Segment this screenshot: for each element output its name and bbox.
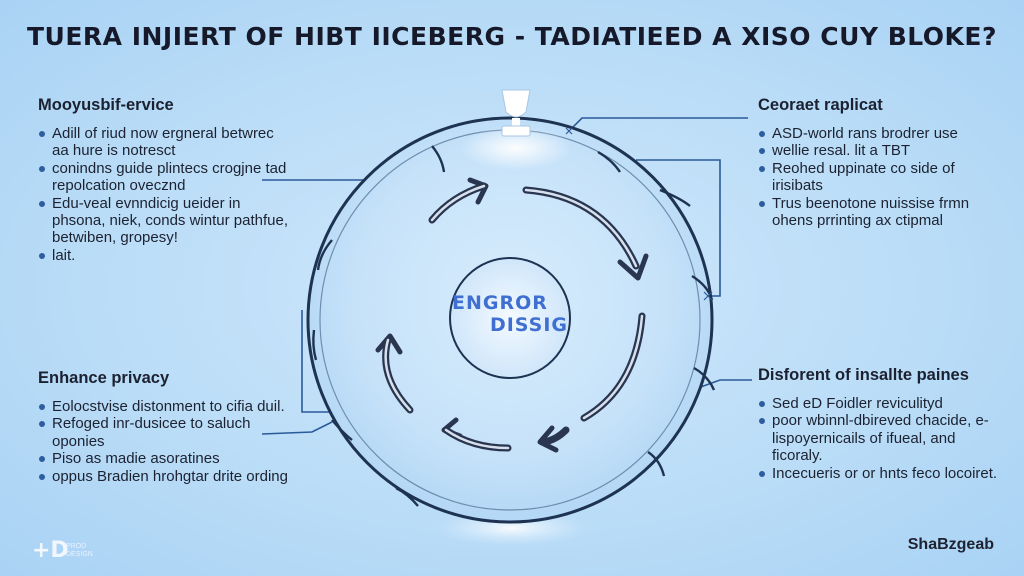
list-item: Adill of riud now ergneral betwrec aa hu… bbox=[38, 125, 288, 160]
list-item: Refoged inr-dusicee to saluch oponies bbox=[38, 415, 298, 450]
connector-right bbox=[636, 159, 721, 297]
list-item: conindns guide plintecs crogjne tad repo… bbox=[38, 160, 288, 195]
list-item: Eolocstvise distonment to cifia duil. bbox=[38, 398, 298, 415]
arrow-bottom-right-head bbox=[537, 425, 559, 453]
panel-top-left: Mooyusbif-ervice Adill of riud now ergne… bbox=[38, 96, 288, 264]
connector-bottom-left bbox=[261, 421, 333, 435]
logo-subtext: PROD DESIGN bbox=[66, 543, 93, 558]
panel-bottom-right-heading: Disforent of insallte paines bbox=[758, 366, 969, 384]
top-glow bbox=[460, 126, 572, 170]
arrow-bottom-right bbox=[540, 426, 570, 446]
sparkle-marks bbox=[565, 127, 713, 301]
connector-bottom-right bbox=[697, 379, 752, 389]
list-item: lait. bbox=[38, 247, 288, 264]
center-label: ENGROR DISSIG bbox=[450, 292, 570, 336]
list-item: oppus Bradien hrohgtar drite ording bbox=[38, 468, 298, 485]
logo: +D bbox=[32, 538, 69, 563]
list-item: Trus beenotone nuissise frmn ohens prrin… bbox=[758, 195, 1008, 230]
list-item: Incecueris or or hnts feco locoiret. bbox=[758, 465, 1008, 482]
ring-notches bbox=[312, 145, 716, 507]
inner-circle bbox=[449, 257, 571, 379]
list-item: poor wbinnl-dbireved chacide, e-lispoyer… bbox=[758, 412, 1008, 464]
panel-bottom-left: Enhance privacy Eolocstvise distonment t… bbox=[38, 369, 298, 485]
arrow-top-right-head bbox=[617, 253, 649, 281]
list-item: ASD-world rans brodrer use bbox=[758, 125, 1008, 142]
panel-bottom-right: Disforent of insallte paines Sed eD Foid… bbox=[758, 366, 1008, 482]
panel-bottom-left-heading: Enhance privacy bbox=[38, 369, 170, 387]
list-item: Sed eD Foidler reviculityd bbox=[758, 395, 1008, 412]
list-item: Piso as madie asoratines bbox=[38, 450, 298, 467]
trophy-icon bbox=[501, 89, 531, 137]
connector-lines bbox=[261, 117, 752, 435]
connector-top-right bbox=[565, 117, 748, 135]
list-item: Edu-veal evnndicig ueider in phsona, nie… bbox=[38, 195, 288, 247]
panel-top-right: Ceoraet raplicat ASD-world rans brodrer … bbox=[758, 96, 1008, 229]
diagram-title: TUERA INJIERT OF HIBT IICEBERG - TADIATI… bbox=[26, 22, 998, 51]
list-item: Reohed uppinate co side of irisibats bbox=[758, 160, 1008, 195]
arrow-top-left-head bbox=[467, 177, 489, 205]
panel-top-left-heading: Mooyusbif-ervice bbox=[38, 96, 174, 114]
center-label-line1: ENGROR bbox=[452, 292, 548, 314]
center-label-line2: DISSIG bbox=[489, 314, 568, 336]
brand-name: ShaBzgeab bbox=[907, 536, 994, 553]
arrow-left-head bbox=[375, 333, 403, 355]
list-item: wellie resal. lit a TBT bbox=[758, 142, 1008, 159]
panel-top-right-heading: Ceoraet raplicat bbox=[758, 96, 883, 114]
